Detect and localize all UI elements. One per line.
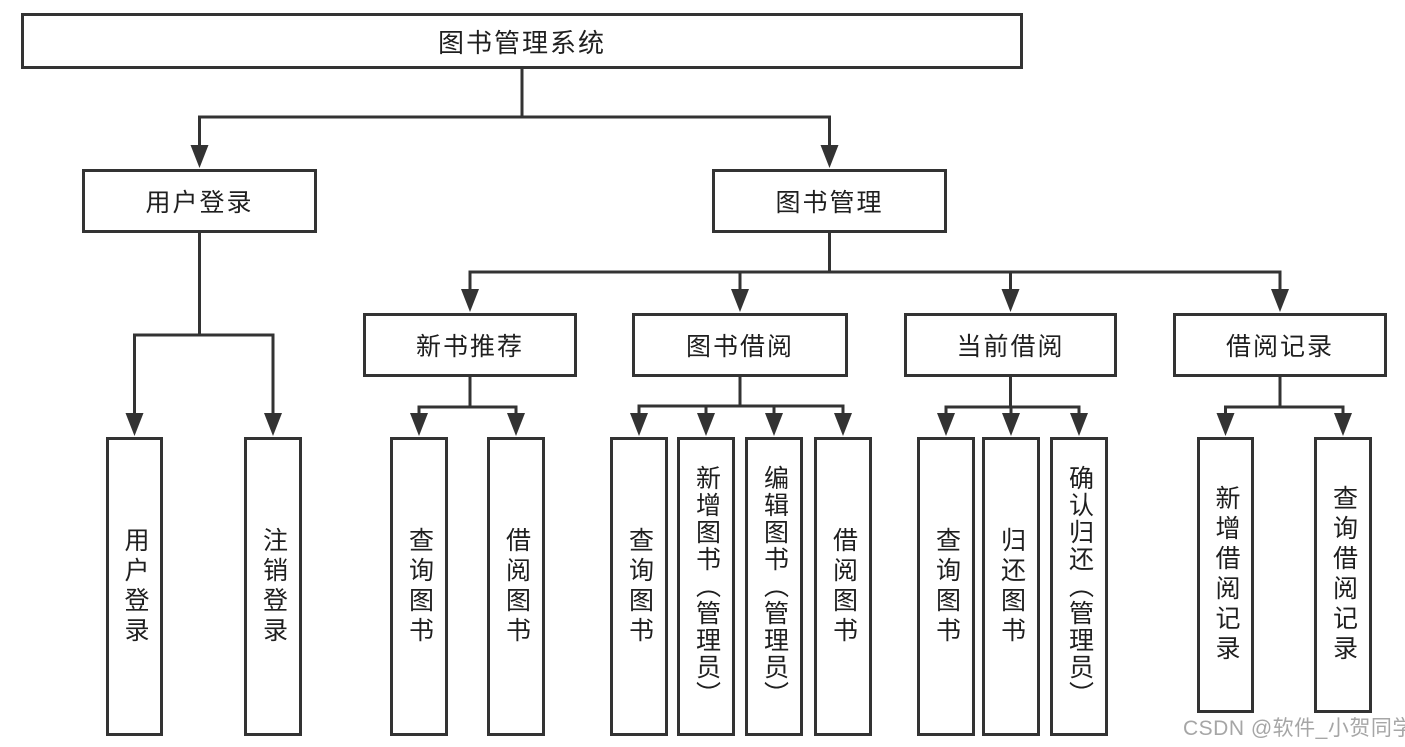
arrowheads (125, 145, 1352, 436)
node-root-label: 图书管理系统 (437, 27, 606, 58)
leaf-borrow-books-borrow: 借阅图书 (814, 437, 872, 736)
leaf-logout: 注销登录 (244, 437, 302, 736)
node-user-login-label: 用户登录 (145, 189, 254, 217)
leaf-confirm-return-admin: 确认归还（管理员） (1050, 437, 1108, 736)
leaf-query-borrow-record: 查询借阅记录 (1314, 437, 1372, 713)
node-new-book-recommend-label: 新书推荐 (415, 333, 524, 361)
leaf-query-books-recommend: 查询图书 (390, 437, 448, 736)
node-root: 图书管理系统 (21, 13, 1023, 69)
node-book-management-label: 图书管理 (775, 189, 884, 217)
leaf-edit-book-admin: 编辑图书（管理员） (745, 437, 803, 736)
leaf-add-book-admin: 新增图书（管理员） (677, 437, 735, 736)
node-user-login: 用户登录 (82, 169, 317, 233)
leaf-return-book: 归还图书 (982, 437, 1040, 736)
leaf-borrow-books-recommend: 借阅图书 (487, 437, 545, 736)
node-borrow-records-label: 借阅记录 (1225, 333, 1334, 361)
leaf-query-books-current: 查询图书 (917, 437, 975, 736)
leaf-add-borrow-record: 新增借阅记录 (1197, 437, 1254, 713)
csdn-watermark: CSDN @软件_小贺同学 (1183, 717, 1405, 740)
node-current-borrow: 当前借阅 (904, 313, 1117, 377)
node-book-borrow-label: 图书借阅 (685, 333, 794, 361)
node-borrow-records: 借阅记录 (1173, 313, 1387, 377)
leaf-query-books-borrow: 查询图书 (610, 437, 668, 736)
node-book-management: 图书管理 (712, 169, 947, 233)
node-current-borrow-label: 当前借阅 (956, 333, 1065, 361)
node-new-book-recommend: 新书推荐 (363, 313, 577, 377)
node-book-borrow: 图书借阅 (632, 313, 848, 377)
leaf-user-login: 用户登录 (106, 437, 163, 736)
